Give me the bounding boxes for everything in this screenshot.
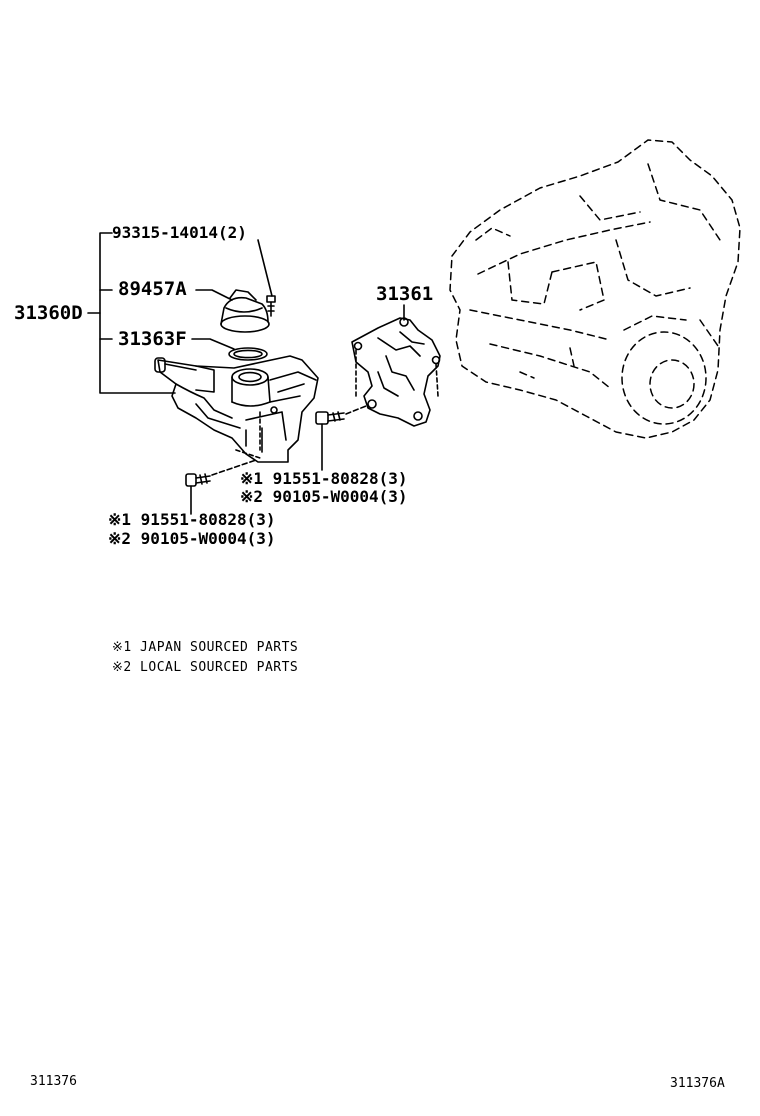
master-cylinder-drawing — [154, 355, 319, 463]
bracket-bolt-drawing — [315, 405, 367, 471]
callout-right-bolt-1: ※1 91551-80828(3) — [240, 469, 408, 488]
top-bolt-drawing — [266, 295, 276, 317]
reservoir-cover-drawing — [220, 289, 270, 333]
left-bolt-drawing — [185, 459, 257, 515]
gasket-drawing — [228, 347, 268, 361]
note-japan-sourced: ※1 JAPAN SOURCED PARTS — [112, 640, 299, 655]
callout-left-bolt-2: ※2 90105-W0004(3) — [108, 529, 276, 548]
transmission-case-drawing — [449, 139, 741, 439]
callout-gasket: 31363F — [118, 328, 187, 350]
callout-left-bolt-1: ※1 91551-80828(3) — [108, 510, 276, 529]
footer-left-code: 311376 — [30, 1074, 77, 1089]
callout-right-bolt-2: ※2 90105-W0004(3) — [240, 487, 408, 506]
bracket-drawing — [351, 317, 441, 427]
footer-right-code: 311376A — [670, 1076, 725, 1091]
callout-assembly: 31360D — [14, 302, 83, 324]
callout-bracket: 31361 — [376, 283, 434, 305]
callout-cover: 89457A — [118, 278, 187, 300]
assembly-leader-lines — [87, 232, 405, 394]
callout-bolt-top: 93315-14014(2) — [112, 223, 247, 242]
note-local-sourced: ※2 LOCAL SOURCED PARTS — [112, 660, 299, 675]
